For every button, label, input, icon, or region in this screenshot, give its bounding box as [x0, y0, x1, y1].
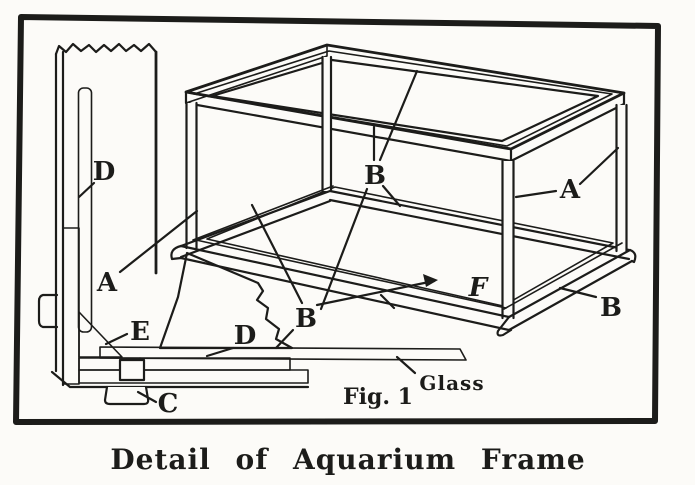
leader-d-top — [77, 181, 96, 199]
corner-post-back-right — [615, 103, 628, 253]
figure-caption: Detail of Aquarium Frame — [110, 443, 585, 476]
leader-e — [104, 332, 129, 346]
torn-top-edge — [54, 42, 158, 56]
corner-post-front-left — [185, 101, 198, 250]
arrowhead — [423, 274, 438, 287]
side-clip-tab — [37, 293, 59, 329]
bolt-shank — [118, 358, 146, 382]
vertical-angle-iron-section — [62, 227, 80, 385]
leader-b-to-glass — [274, 328, 295, 350]
leader-b-back-rail — [381, 184, 402, 208]
aquarium-frame-3d — [170, 43, 637, 337]
corner-post-back-left — [321, 55, 333, 193]
figure-number: Fig. 1 — [343, 384, 413, 410]
leader-c — [136, 390, 158, 404]
label-angle-detail: A — [96, 268, 118, 298]
leader-lines — [77, 69, 620, 404]
bottom-rail-back — [328, 189, 631, 261]
top-rim-left-face — [185, 44, 328, 104]
label-b-center: B — [364, 161, 386, 191]
leader-b-lower — [315, 279, 436, 307]
rail-foot-right — [628, 248, 637, 264]
bottom-angle-outline — [50, 370, 310, 389]
glass-pane-vertical-edge — [77, 87, 93, 333]
cement-bed — [139, 357, 291, 371]
corner-post-front-right — [501, 159, 515, 320]
bottom-angle-flange — [78, 369, 309, 384]
label-glass-callout: Glass — [419, 371, 484, 395]
bottom-rail-right — [496, 242, 637, 337]
label-b-right: B — [600, 293, 622, 323]
rail-foot-left — [170, 244, 183, 261]
label-floor: F — [468, 273, 489, 303]
figure-border — [13, 14, 661, 425]
bottom-rail-front — [170, 239, 511, 332]
leader-a-post-2 — [578, 146, 620, 186]
label-glass-bottom: D — [234, 321, 257, 351]
leader-b-long-1 — [319, 187, 369, 311]
leader-glass — [395, 355, 417, 375]
bottom-rail-left — [179, 185, 334, 259]
leader-a-post-1 — [514, 189, 558, 199]
label-glass-vertical: D — [93, 157, 116, 187]
bottom-flange-inner-edge — [206, 186, 614, 307]
leader-b-top-back — [378, 69, 419, 162]
leader-b-long-2 — [250, 203, 304, 305]
label-cement: E — [130, 317, 150, 347]
leader-b-right — [558, 286, 598, 299]
top-rim-inner — [210, 58, 600, 143]
top-rim-right-face — [509, 91, 626, 163]
leader-d-bottom — [205, 346, 235, 358]
leader-a-detail — [118, 209, 199, 274]
label-b-lower: B — [295, 304, 317, 334]
top-rim-mid — [193, 50, 613, 147]
corner-section-detail — [37, 42, 467, 406]
rail-foot-front — [496, 315, 513, 337]
label-bolt: C — [158, 389, 179, 419]
part-labels: D A E D C B B A B F Glass Fig. 1 — [93, 157, 622, 419]
glass-pane-bottom-edge — [99, 346, 467, 361]
bolt-nut-bracket — [103, 385, 150, 406]
top-rim-front-face — [184, 90, 513, 163]
leader-b-tick — [379, 293, 396, 310]
label-a-post: A — [559, 175, 581, 205]
torn-glass-sheet — [158, 251, 294, 350]
